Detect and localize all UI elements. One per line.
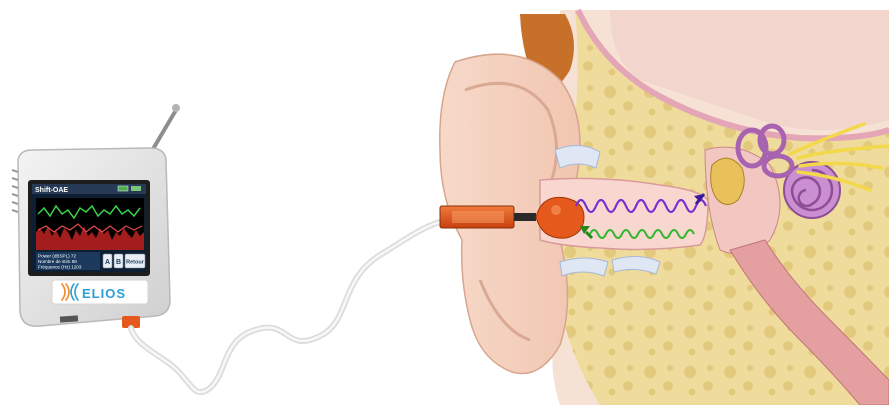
device-button-back[interactable]: Retour (125, 254, 145, 268)
device-button-b-label: B (116, 259, 121, 266)
device-button-back-label: Retour (126, 260, 145, 266)
brand-logo-text: ELIOS (82, 286, 126, 301)
device-button-a-label: A (105, 259, 110, 266)
device-button-b[interactable]: B (114, 254, 123, 268)
device-antenna-tip (172, 104, 180, 112)
device-readout-line3: Fréquence (Hz) 1203 (38, 265, 82, 270)
signal-icon (131, 186, 141, 191)
device-vents (12, 170, 18, 212)
battery-icon (118, 186, 128, 191)
device-button-a[interactable]: A (103, 254, 112, 268)
device-port (60, 315, 78, 322)
device-app-title: Shift-OAE (35, 187, 68, 194)
ossicles (711, 158, 745, 204)
device-readout-line2: Nombre de stim 88 (38, 259, 77, 264)
device-readout-line1: Power (dBSPL) 72 (38, 254, 76, 259)
elios-device: Shift-OAE Power (dBSPL) 72 Nombre de sti… (12, 104, 180, 328)
probe-shaft (514, 213, 536, 221)
